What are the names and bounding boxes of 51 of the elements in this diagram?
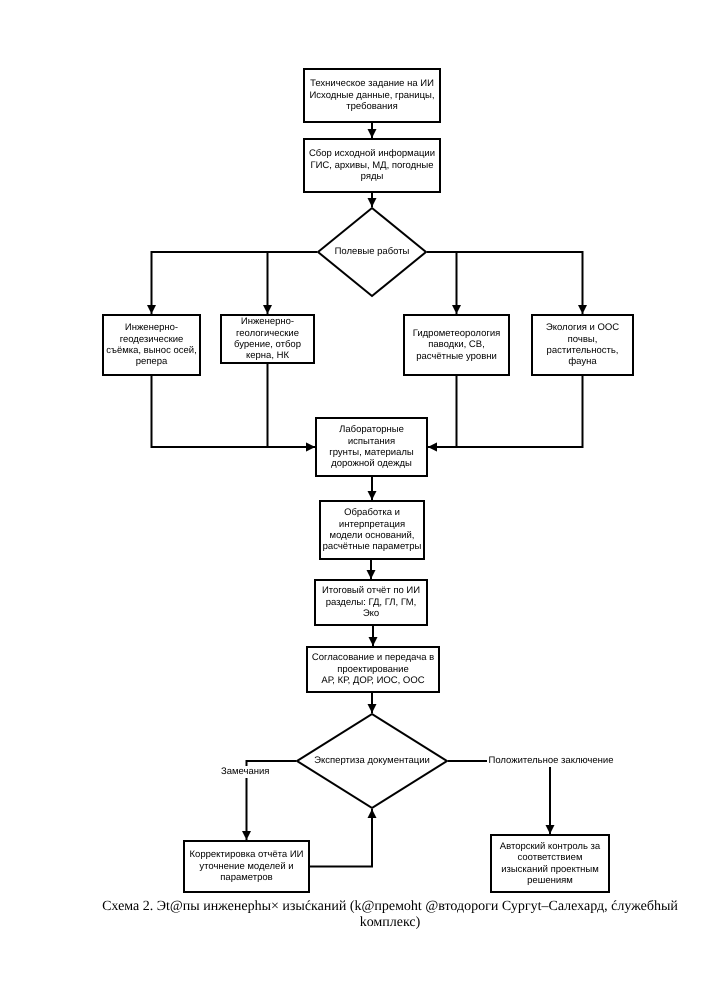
step-details: грунты, материалы дорожной одежды [328,447,415,470]
arrow [427,251,587,314]
step-title: Техническое задание на ИИ [310,78,434,90]
step-details: Исходные данные, границы, требования [308,90,436,113]
decision-label: Полевые работы [334,246,410,258]
arrow [368,693,376,713]
arrow [242,760,296,840]
decision-label: Экспертиза документации [314,755,430,767]
arrow [310,809,376,868]
process-box [314,579,428,626]
process-box [220,314,315,364]
process-box [315,417,428,477]
process-box [490,834,610,893]
step-details: съёмка, вынос осей, репера [105,345,198,368]
step-details: АР, КР, ДОР, ИОС, ООС [321,675,425,687]
step-details: паводки, СВ, расчётные уровни [415,339,498,362]
decision-diamond [296,713,448,809]
arrow [368,123,376,138]
step-title: Корректировка отчёта ИИ [190,849,304,861]
process-box [306,646,440,693]
step-details: модели оснований, расчётные параметры [322,530,422,553]
step-details: разделы: ГД, ГЛ, ГМ, Эко [324,596,418,620]
arrow [263,251,317,314]
process-box [183,840,310,893]
edge-label: Замечания [219,766,272,778]
edge-label: Положительное заключение [486,755,616,767]
step-title: Согласование и передача в проектирование [310,652,436,676]
process-box [531,314,634,376]
process-box [319,500,425,560]
step-text: Авторский контроль за соответствием изысканий проектным решениям [498,840,602,886]
process-box [102,314,201,376]
arrow [368,193,376,207]
arrow [368,626,378,646]
step-details: бурение, отбор керна, НК [233,339,302,362]
step-details: уточнение моделей и параметров [198,860,295,884]
arrow [428,376,584,452]
step-title: Сбор исходной информации [308,148,436,160]
process-box [303,68,441,123]
step-title: Гидрометеорология [412,328,500,340]
step-details: ГИС, архивы, МД, погодные ряды [309,160,435,183]
decision-diamond [317,207,427,297]
step-title: Экология и ООС [546,322,620,334]
process-box [403,314,510,376]
arrow [266,364,315,452]
arrow [368,477,376,500]
caption: Схема 2. Эt@пы инженерhы× изыćканий (k@премоht @втодороги Сургуt–Салехард, ćлужебhый kомплекс) [101,899,679,931]
step-title: Инженерно-геодезические [118,322,184,345]
step-details: почвы, растительность, фауна [546,334,620,368]
process-box [303,138,441,193]
arrow [366,560,376,579]
step-title: Итоговый отчёт по ИИ [322,585,420,597]
